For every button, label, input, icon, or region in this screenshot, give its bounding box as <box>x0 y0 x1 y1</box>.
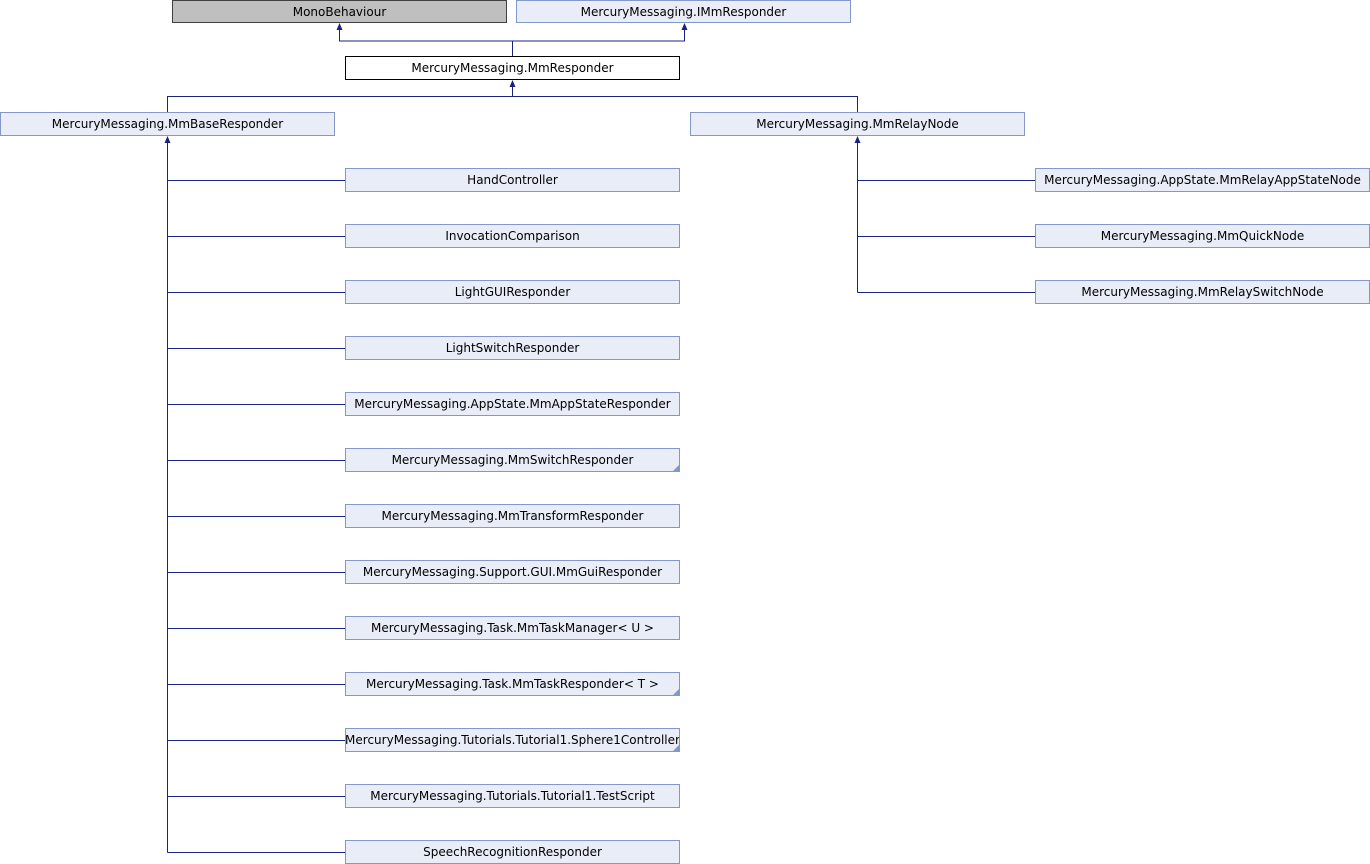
edge-level2-to-mmresponder <box>167 96 858 112</box>
node-mmquicknode[interactable]: MercuryMessaging.MmQuickNode <box>1035 224 1370 248</box>
node-handcontroller[interactable]: HandController <box>345 168 680 192</box>
edge-mmresponder-to-monobehaviour <box>339 30 513 56</box>
node-mmguiresponder[interactable]: MercuryMessaging.Support.GUI.MmGuiRespon… <box>345 560 680 584</box>
node-mmtaskmanager[interactable]: MercuryMessaging.Task.MmTaskManager< U > <box>345 616 680 640</box>
node-immresponder[interactable]: MercuryMessaging.IMmResponder <box>516 0 851 23</box>
node-mmresponder: MercuryMessaging.MmResponder <box>345 56 680 80</box>
node-mmappstateresponder[interactable]: MercuryMessaging.AppState.MmAppStateResp… <box>345 392 680 416</box>
node-mmrelaynode[interactable]: MercuryMessaging.MmRelayNode <box>690 112 1025 136</box>
node-monobehaviour: MonoBehaviour <box>172 0 507 23</box>
node-invocationcomparison[interactable]: InvocationComparison <box>345 224 680 248</box>
arrow-monobehaviour <box>336 23 343 30</box>
node-mmtransformresponder[interactable]: MercuryMessaging.MmTransformResponder <box>345 504 680 528</box>
edge-mmresponder-to-immresponder <box>512 30 685 42</box>
arrow-immresponder <box>681 23 688 30</box>
node-mmrelayappstatenode[interactable]: MercuryMessaging.AppState.MmRelayAppStat… <box>1035 168 1370 192</box>
node-mmrelayswitchnode[interactable]: MercuryMessaging.MmRelaySwitchNode <box>1035 280 1370 304</box>
node-mmbaseresponder[interactable]: MercuryMessaging.MmBaseResponder <box>0 112 335 136</box>
node-lightguiresponder[interactable]: LightGUIResponder <box>345 280 680 304</box>
node-mmtaskresponder[interactable]: MercuryMessaging.Task.MmTaskResponder< T… <box>345 672 680 696</box>
node-speechrecognitionresponder[interactable]: SpeechRecognitionResponder <box>345 840 680 864</box>
node-lightswitchresponder[interactable]: LightSwitchResponder <box>345 336 680 360</box>
node-mmswitchresponder[interactable]: MercuryMessaging.MmSwitchResponder <box>345 448 680 472</box>
node-testscript[interactable]: MercuryMessaging.Tutorials.Tutorial1.Tes… <box>345 784 680 808</box>
arrow-mmbaseresponder <box>164 136 171 143</box>
arrow-mmresponder <box>509 80 516 87</box>
arrow-mmrelaynode <box>854 136 861 143</box>
node-sphere1controller[interactable]: MercuryMessaging.Tutorials.Tutorial1.Sph… <box>345 728 680 752</box>
